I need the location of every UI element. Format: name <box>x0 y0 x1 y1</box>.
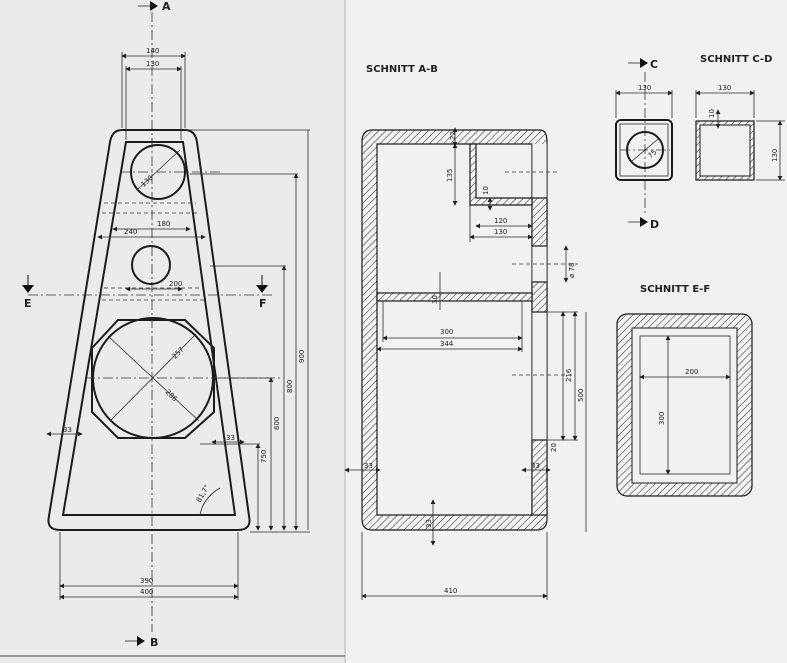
cut-label-d: D <box>650 218 659 231</box>
dim-front-200: 200 <box>169 280 182 288</box>
cut-label-f: F <box>259 297 267 310</box>
section-cd-title: SCHNITT C-D <box>700 54 772 65</box>
dim-ab-300: 300 <box>440 328 453 336</box>
dim-cd-130-a: 130 <box>638 84 651 92</box>
dim-ab-500: 500 <box>577 389 585 402</box>
dim-front-130: 130 <box>146 60 159 68</box>
dim-ef-200: 200 <box>685 368 698 376</box>
section-ef: SCHNITT E-F 200 300 <box>616 284 753 497</box>
dim-front-900: 900 <box>298 350 306 363</box>
dim-ab-410: 410 <box>444 587 457 595</box>
dim-front-140: 140 <box>146 47 159 55</box>
cut-label-e: E <box>24 297 32 310</box>
dim-ab-33-bottom: 33 <box>425 519 433 528</box>
section-ab: SCHNITT A-B 22 135 10 120 130 ø 78 <box>344 64 587 600</box>
dim-cd-75: 75 <box>647 148 659 160</box>
dim-ab-216: 216 <box>565 368 573 382</box>
dim-ab-22: 22 <box>449 131 457 140</box>
dim-cd-130-b: 130 <box>718 84 731 92</box>
section-cd: SCHNITT C-D C D 130 75 130 10 130 <box>615 54 785 231</box>
dim-front-33-right: 33 <box>226 434 235 442</box>
cut-label-a: A <box>162 0 171 13</box>
dim-front-240: 240 <box>124 228 137 236</box>
dim-ab-20: 20 <box>550 443 558 452</box>
dim-cd-130: 130 <box>771 149 779 162</box>
dim-ab-d78: ø 78 <box>568 263 576 278</box>
dim-front-750: 750 <box>260 450 268 463</box>
left-sheet <box>0 0 345 663</box>
dim-front-800: 800 <box>286 380 294 393</box>
dim-ab-130: 130 <box>494 228 507 236</box>
dim-front-180: 180 <box>157 220 170 228</box>
dim-front-400: 400 <box>140 588 153 596</box>
dim-front-33-left: 33 <box>63 426 72 434</box>
cut-label-b: B <box>150 636 158 649</box>
dim-ab-33-right: 33 <box>531 462 540 470</box>
dim-ef-300: 300 <box>658 412 666 425</box>
dim-ab-30: 30 <box>431 295 439 304</box>
cut-label-c: C <box>650 58 658 71</box>
dim-front-600: 600 <box>273 417 281 430</box>
section-ef-title: SCHNITT E-F <box>640 284 710 295</box>
dim-ab-135: 135 <box>446 169 454 182</box>
dim-ab-33-left: 33 <box>364 462 373 470</box>
dim-ab-10: 10 <box>482 186 490 195</box>
dim-cd-10: 10 <box>708 109 716 118</box>
dim-ab-120: 120 <box>494 217 507 225</box>
dim-ab-344: 344 <box>440 340 454 348</box>
dim-front-390: 390 <box>140 577 153 585</box>
section-ab-title: SCHNITT A-B <box>366 64 438 75</box>
